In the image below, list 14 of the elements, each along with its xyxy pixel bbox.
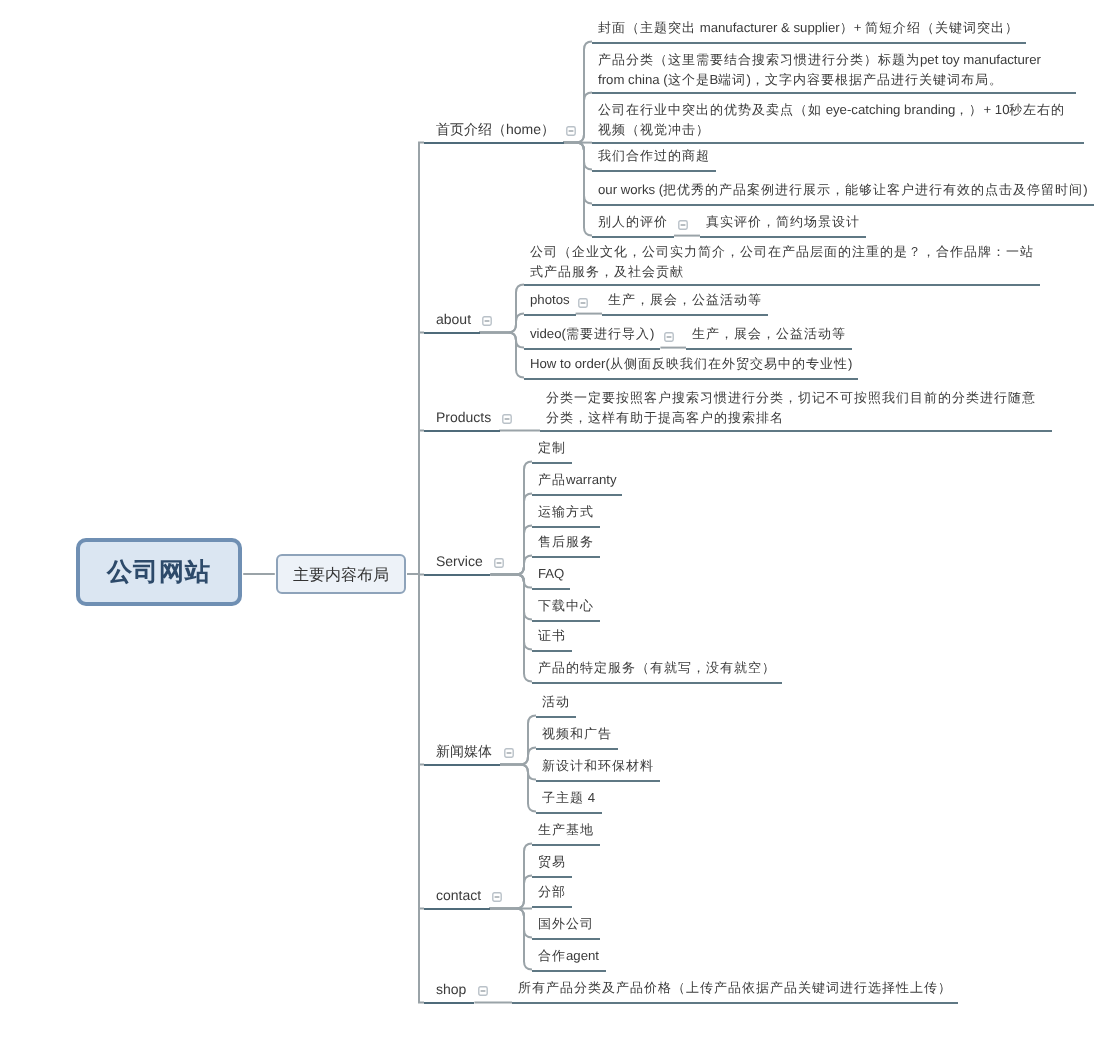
connector-line (574, 312, 603, 315)
central-topic-box: 公司网站 (76, 538, 242, 606)
connector-line (673, 234, 701, 237)
connector-line (406, 573, 425, 1004)
topic-box: 主要内容布局 (276, 554, 406, 594)
connector-line (499, 763, 537, 813)
connector-line (659, 346, 687, 349)
connector-line (562, 141, 593, 237)
connector-line (489, 573, 533, 683)
connector-line (488, 907, 533, 971)
connector-line (473, 1001, 513, 1004)
connector-line (242, 573, 276, 575)
connector-line (478, 331, 525, 379)
connector-line (498, 429, 541, 432)
